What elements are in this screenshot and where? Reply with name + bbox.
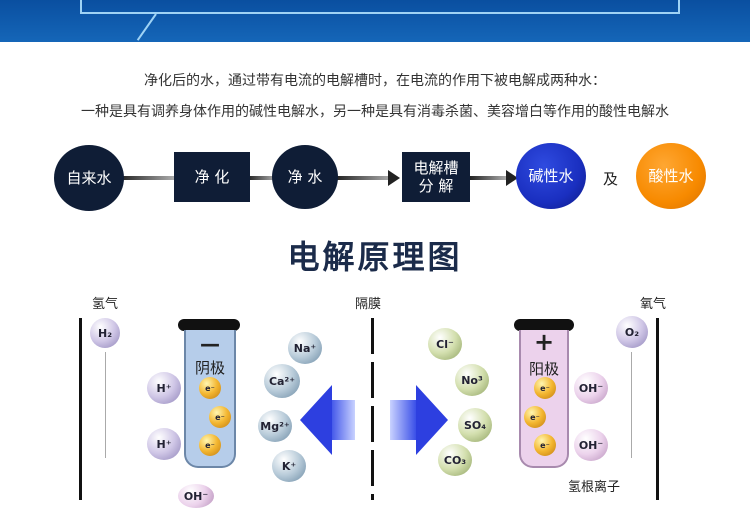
anode-sign: + [533,328,555,356]
oh-ion: OH⁻ [178,484,214,508]
membrane-label: 隔膜 [355,297,382,312]
ca-ion: Ca²⁺ [264,364,300,398]
o2-molecule: O₂ [616,316,648,348]
cathode-sign: — [200,332,220,356]
cl-ion: Cl⁻ [428,328,462,360]
cathode-cap [178,319,240,331]
membrane-line [371,318,374,500]
container-wall-left [79,318,82,500]
electron: e⁻ [534,434,556,456]
electron: e⁻ [199,434,221,456]
intro-line-1: 净化后的水，通过带有电流的电解槽时，在电流的作用下被电解成两种水： [144,73,606,89]
rise-line [105,352,106,458]
pure-water-node: 净 水 [272,145,338,209]
left-arrow-icon [300,385,332,455]
na-ion: Na⁺ [288,332,322,364]
and-label: 及 [603,170,619,188]
connector [248,176,278,180]
mg-ion: Mg²⁺ [258,410,292,442]
arrow-icon [506,170,518,186]
h-plus-ion: H⁺ [147,428,181,460]
k-ion: K⁺ [272,450,306,482]
electron: e⁻ [534,377,556,399]
purify-node: 净 化 [174,152,250,202]
so4-ion: SO₄ [458,408,492,442]
connector [120,176,180,180]
cathode-label: 阴极 [194,359,225,377]
anode-tube [519,330,569,468]
left-arrow-shaft [330,400,355,440]
intro-line-2: 一种是具有调养身体作用的碱性电解水，另一种是具有消毒杀菌、美容增白等作用的酸性电… [81,104,669,120]
no3-ion: No³ [455,364,489,396]
hydrogen-label: 氢气 [92,297,119,312]
electron: e⁻ [524,406,546,428]
h2-molecule: H₂ [90,318,120,348]
co3-ion: CO₃ [438,444,472,476]
connector [470,176,510,180]
diagram-title: 电解原理图 [287,238,463,276]
oxygen-label: 氧气 [640,297,667,312]
electron: e⁻ [209,406,231,428]
acidic-water-node: 酸性水 [636,143,706,209]
header-frame [80,0,680,14]
tap-water-node: 自来水 [54,145,124,211]
header-band [0,0,750,42]
arrow-icon [388,170,400,186]
alkaline-water-node: 碱性水 [516,143,586,209]
anode-label: 阳极 [528,360,559,378]
anode-cap [514,319,574,331]
right-arrow-shaft [390,400,416,440]
rise-line [631,352,632,458]
container-wall-right [656,318,659,500]
connector [336,176,396,180]
oh-ion: OH⁻ [574,429,608,461]
electron: e⁻ [199,377,221,399]
electrolysis-node: 电解槽 分 解 [402,152,470,202]
h-plus-ion: H⁺ [147,372,181,404]
hydroxide-label: 氢根离子 [568,480,621,495]
oh-ion: OH⁻ [574,372,608,404]
right-arrow-icon [416,385,448,455]
